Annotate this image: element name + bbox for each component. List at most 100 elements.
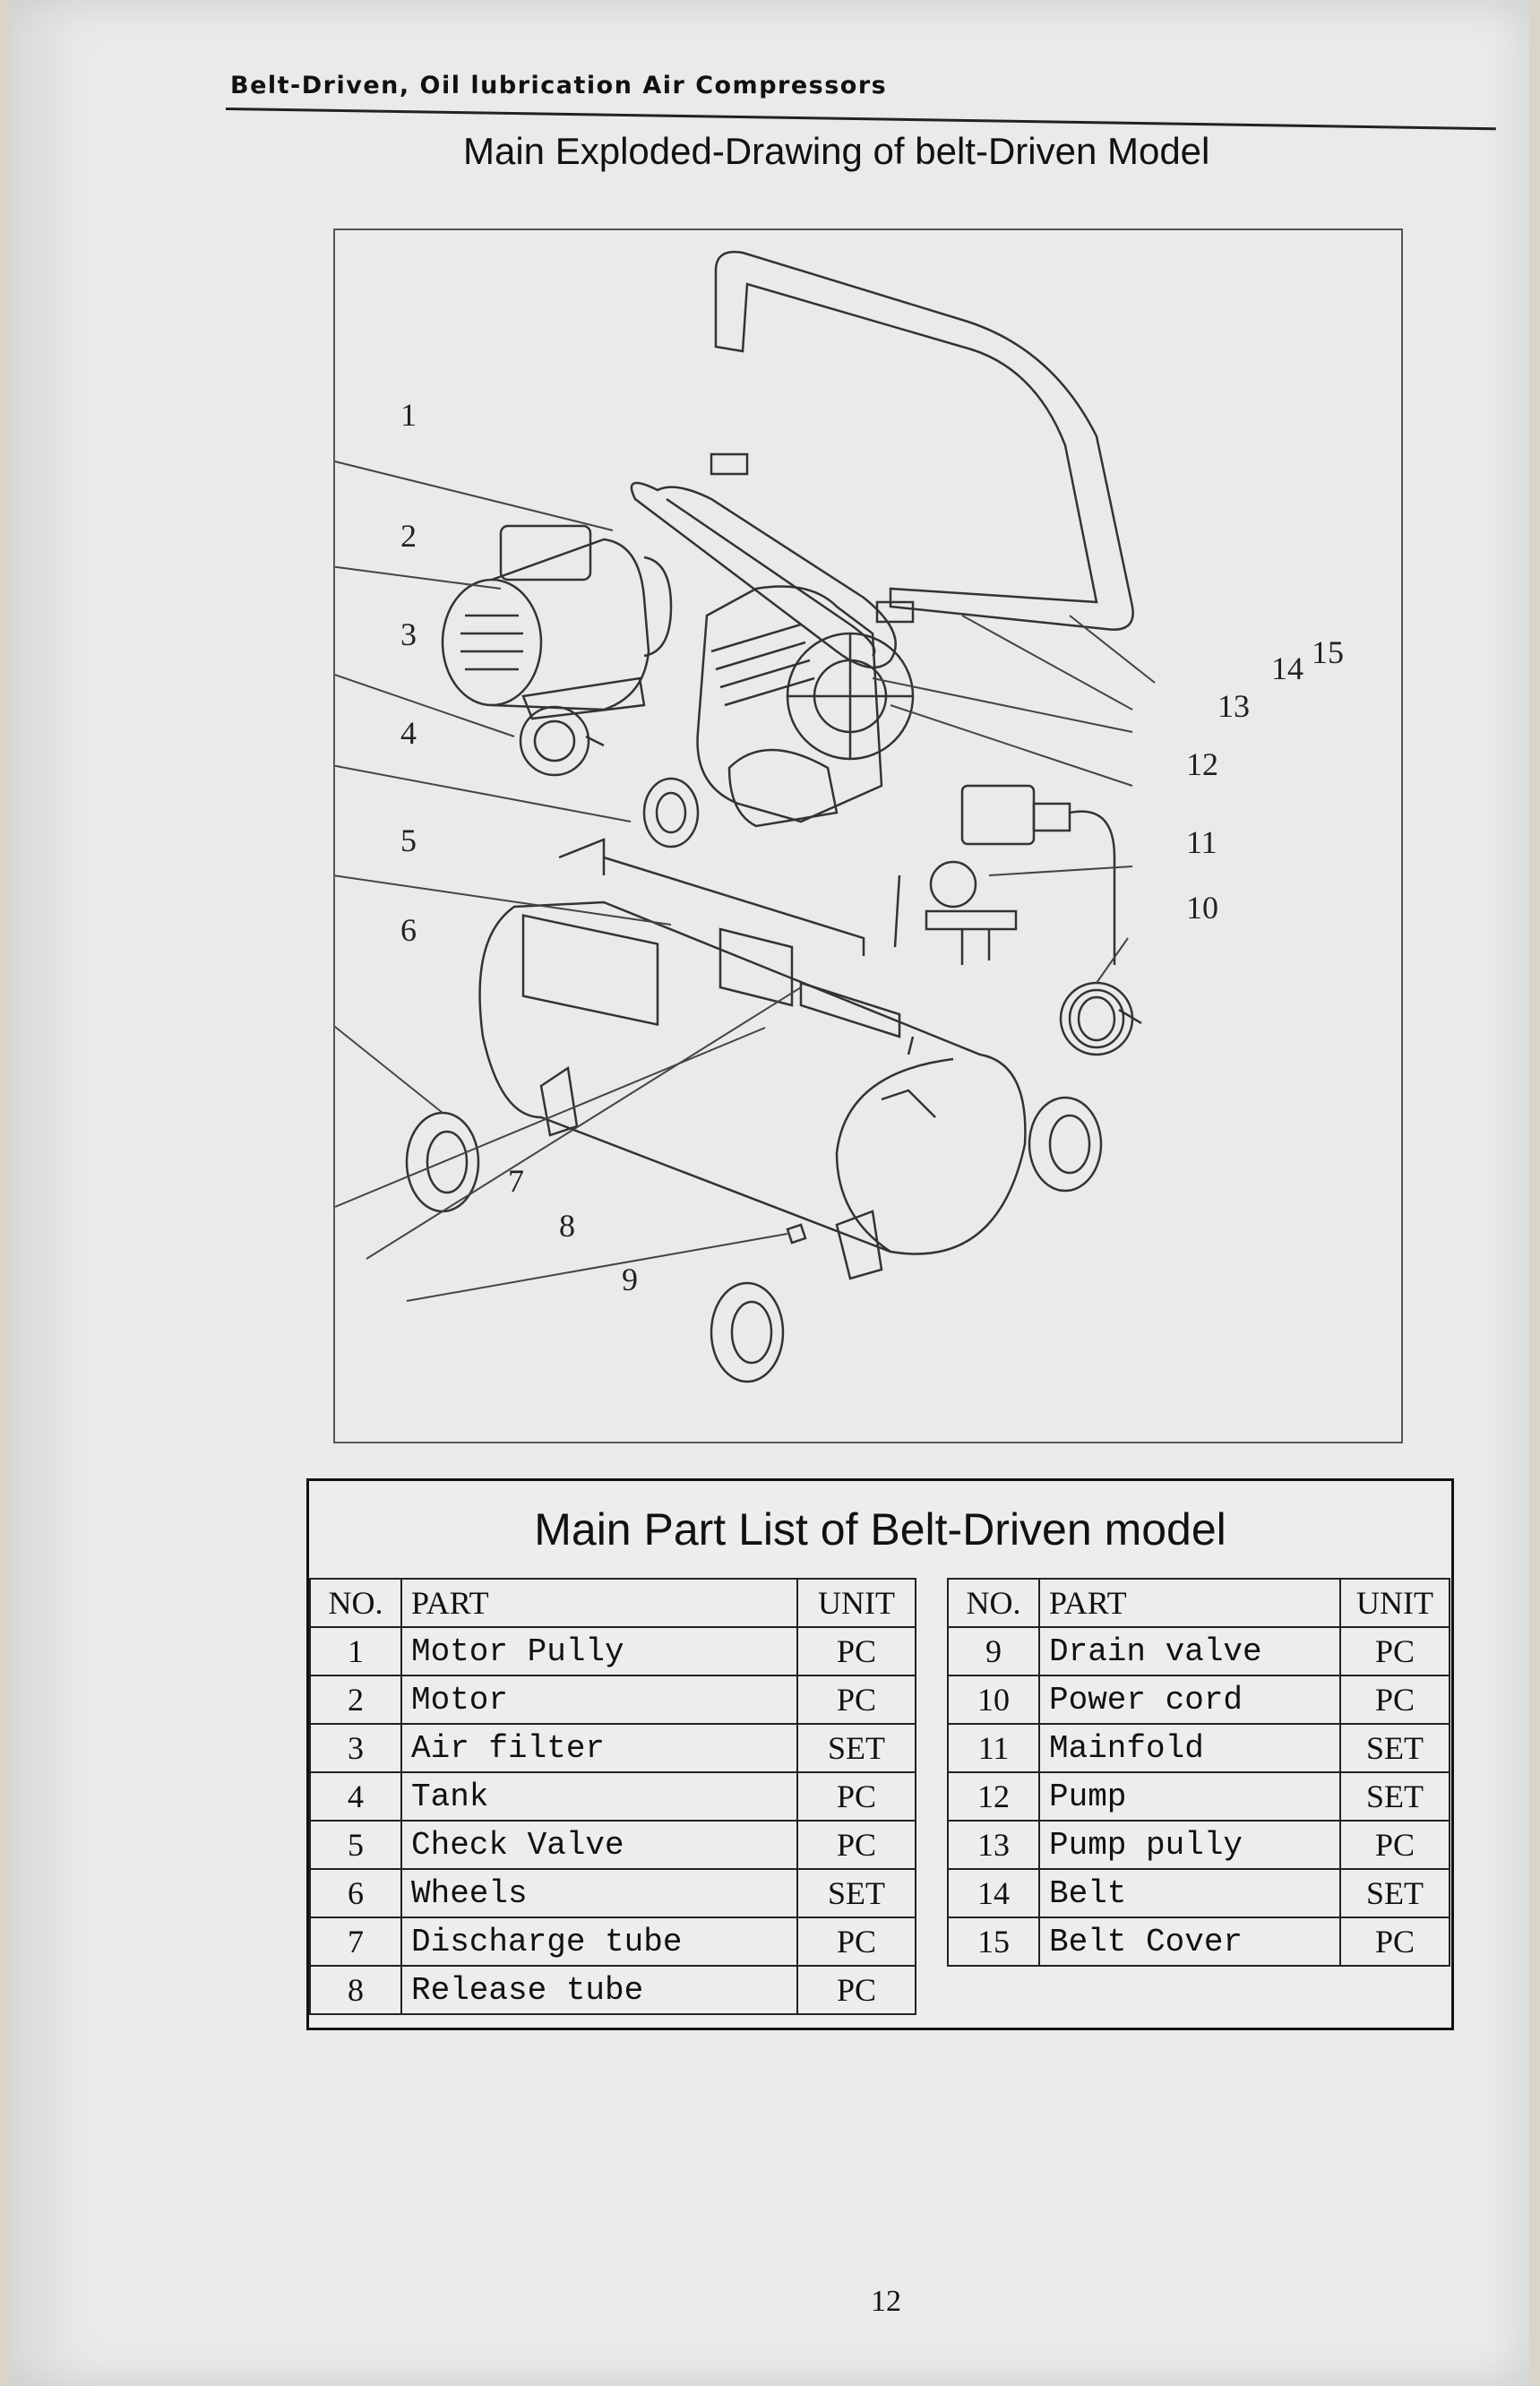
pump-illustration	[696, 585, 915, 828]
parts-list-title: Main Part List of Belt-Driven model	[534, 1504, 1226, 1555]
row-part: Motor Pully	[400, 1626, 798, 1676]
column-header-part: PART	[400, 1578, 798, 1628]
row-part: Drain valve	[1038, 1626, 1341, 1676]
callout-leader-lines	[335, 461, 1156, 1302]
row-no: 1	[309, 1626, 402, 1676]
drawing-title: Main Exploded-Drawing of belt-Driven Mod…	[463, 130, 1210, 172]
column-header-no: NO.	[947, 1578, 1040, 1628]
callout-8: 8	[559, 1208, 575, 1244]
callout-5: 5	[400, 823, 417, 858]
row-no: 14	[947, 1868, 1040, 1918]
table-header-row: NO. PART UNIT	[947, 1578, 1450, 1628]
tank-illustration	[478, 838, 1027, 1255]
page-number: 12	[871, 2285, 901, 2318]
air-filter-illustration	[519, 705, 700, 848]
column-header-unit: UNIT	[1339, 1578, 1450, 1628]
row-no: 15	[947, 1917, 1040, 1967]
row-unit: PC	[1339, 1626, 1450, 1676]
row-no: 6	[309, 1868, 402, 1918]
row-no: 12	[947, 1771, 1040, 1822]
column-header-part: PART	[1038, 1578, 1341, 1628]
row-unit: PC	[796, 1675, 916, 1725]
row-part: Air filter	[400, 1723, 798, 1773]
running-header: Belt-Driven, Oil lubrication Air Compres…	[230, 72, 888, 99]
callout-6: 6	[400, 912, 417, 948]
row-part: Pump	[1038, 1771, 1341, 1822]
callout-3: 3	[400, 616, 417, 652]
row-no: 13	[947, 1820, 1040, 1870]
motor-illustration	[441, 524, 673, 720]
row-no: 5	[309, 1820, 402, 1870]
row-unit: SET	[796, 1868, 916, 1918]
row-part: Tank	[400, 1771, 798, 1822]
callout-9: 9	[622, 1262, 638, 1297]
manifold-illustration	[925, 784, 1116, 965]
row-unit: PC	[796, 1965, 916, 2015]
column-header-unit: UNIT	[796, 1578, 916, 1628]
callout-12: 12	[1186, 746, 1218, 782]
callout-1: 1	[400, 397, 417, 433]
callout-4: 4	[400, 715, 417, 751]
belt-illustration	[630, 481, 897, 669]
callout-14: 14	[1271, 650, 1303, 686]
row-unit: PC	[796, 1771, 916, 1822]
exploded-drawing: 1 2 3 4 5 6 7 8 9 10 11 12 13 14 15	[333, 228, 1403, 1443]
belt-cover-illustration	[710, 250, 1134, 631]
parts-list-box: Main Part List of Belt-Driven model NO. …	[306, 1478, 1454, 2030]
row-part: Power cord	[1038, 1675, 1341, 1725]
manual-page: Belt-Driven, Oil lubrication Air Compres…	[11, 0, 1529, 2386]
row-unit: PC	[796, 1820, 916, 1870]
row-no: 8	[309, 1965, 402, 2015]
row-no: 3	[309, 1723, 402, 1773]
row-unit: PC	[1339, 1917, 1450, 1967]
header-rule	[225, 108, 1496, 131]
table-header-row: NO. PART UNIT	[309, 1578, 916, 1628]
row-no: 9	[947, 1626, 1040, 1676]
callout-2: 2	[400, 518, 417, 554]
callout-10: 10	[1186, 890, 1218, 926]
row-unit: SET	[1339, 1868, 1450, 1918]
column-header-no: NO.	[309, 1578, 402, 1628]
callout-11: 11	[1186, 824, 1217, 860]
row-no: 7	[309, 1917, 402, 1967]
callout-15: 15	[1312, 634, 1344, 670]
row-part: Release tube	[400, 1965, 798, 2015]
row-no: 2	[309, 1675, 402, 1725]
row-no: 4	[309, 1771, 402, 1822]
exploded-drawing-illustration	[335, 250, 1156, 1383]
callout-13: 13	[1217, 688, 1250, 724]
row-no: 11	[947, 1723, 1040, 1773]
row-part: Belt	[1038, 1868, 1341, 1918]
row-part: Belt Cover	[1038, 1917, 1341, 1967]
row-part: Discharge tube	[400, 1917, 798, 1967]
row-part: Check Valve	[400, 1820, 798, 1870]
row-unit: SET	[1339, 1723, 1450, 1773]
row-part: Motor	[400, 1675, 798, 1725]
power-cord-illustration	[1059, 981, 1142, 1056]
row-unit: SET	[796, 1723, 916, 1773]
row-unit: PC	[1339, 1675, 1450, 1725]
row-unit: PC	[796, 1917, 916, 1967]
row-part: Pump pully	[1038, 1820, 1341, 1870]
row-unit: SET	[1339, 1771, 1450, 1822]
row-part: Mainfold	[1038, 1723, 1341, 1773]
row-unit: PC	[796, 1626, 916, 1676]
row-part: Wheels	[400, 1868, 798, 1918]
